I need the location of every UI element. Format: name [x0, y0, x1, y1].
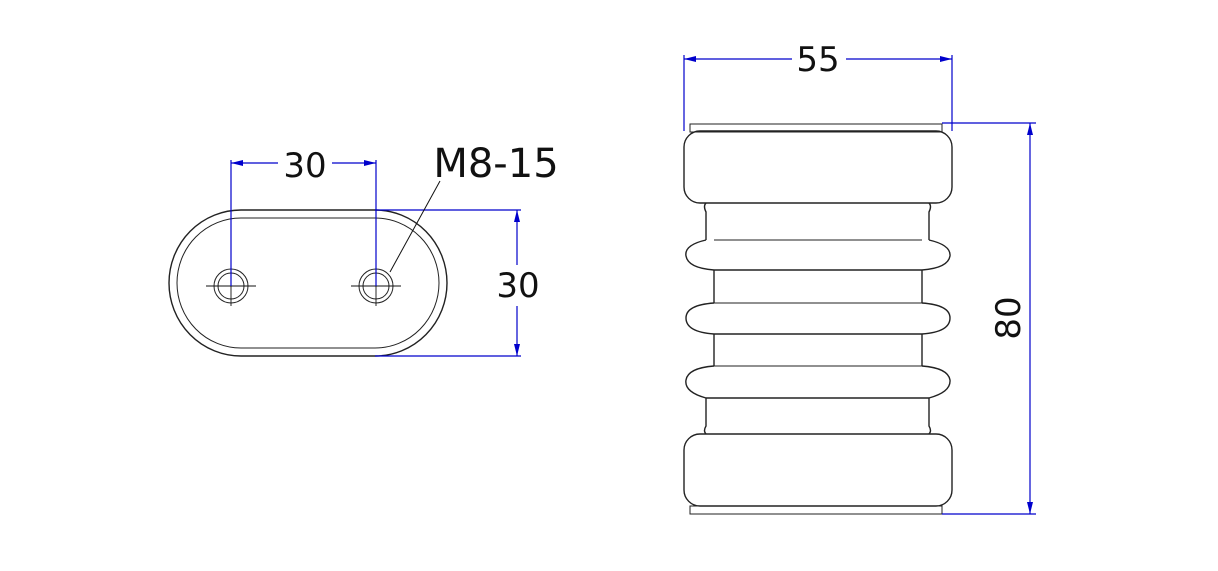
side-view: 55 80 [683, 40, 1036, 515]
top-cap [683, 130, 953, 204]
thread-callout-label: M8-15 [433, 141, 558, 187]
shed-3 [685, 365, 951, 399]
side-height-label: 80 [989, 296, 1029, 339]
flange-height-label: 30 [496, 266, 539, 306]
hole-spacing-label: 30 [283, 146, 326, 186]
top-plate [689, 123, 943, 133]
side-height-dimension: 80 [942, 122, 1036, 515]
shed-1 [685, 239, 951, 271]
flange-inner-outline [176, 217, 440, 349]
side-width-label: 55 [796, 40, 839, 80]
thread-callout: M8-15 [389, 141, 559, 273]
shed-2 [685, 302, 951, 335]
bottom-plate [689, 505, 943, 515]
top-view: 30 30 M8-15 [168, 141, 559, 357]
insulator-body [685, 202, 951, 435]
bottom-cap [683, 433, 953, 507]
flange-height-dimension: 30 [375, 209, 540, 357]
side-width-dimension: 55 [683, 40, 953, 131]
hole-spacing-dimension: 30 [230, 146, 377, 286]
flange-outer-outline [168, 209, 448, 357]
